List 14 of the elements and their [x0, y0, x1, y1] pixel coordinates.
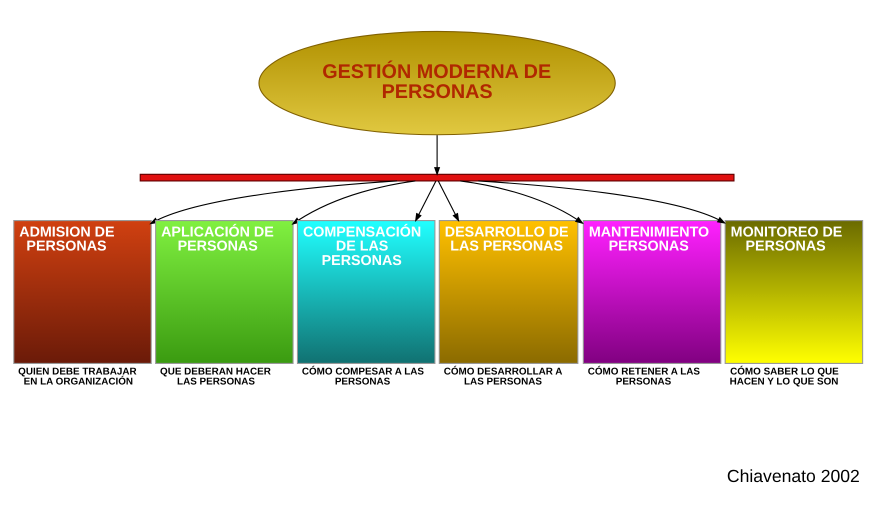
node-label: CÓMO SABER LO QUE HACEN Y LO QUE SON	[730, 366, 839, 388]
node-label: CÓMO DESARROLLAR A LAS PERSONAS	[444, 366, 562, 388]
label: Chiavenato 2002	[726, 466, 860, 486]
node-label: CÓMO RETENER A LAS PERSONAS	[588, 366, 700, 388]
node-label: QUIEN DEBE TRABAJAR EN LA ORGANIZACIÓN	[18, 366, 137, 388]
arrow	[460, 180, 584, 224]
arrow	[414, 180, 436, 222]
arrow	[438, 180, 460, 222]
arrow	[434, 135, 440, 176]
node-label: CÓMO COMPESAR A LAS PERSONAS	[302, 366, 424, 388]
node-ellipse: GESTIÓN MODERNA DE PERSONAS	[258, 30, 616, 136]
node-bar	[140, 174, 735, 182]
arrow	[478, 180, 726, 224]
node-label: QUE DEBERAN HACER LAS PERSONAS	[160, 366, 271, 388]
